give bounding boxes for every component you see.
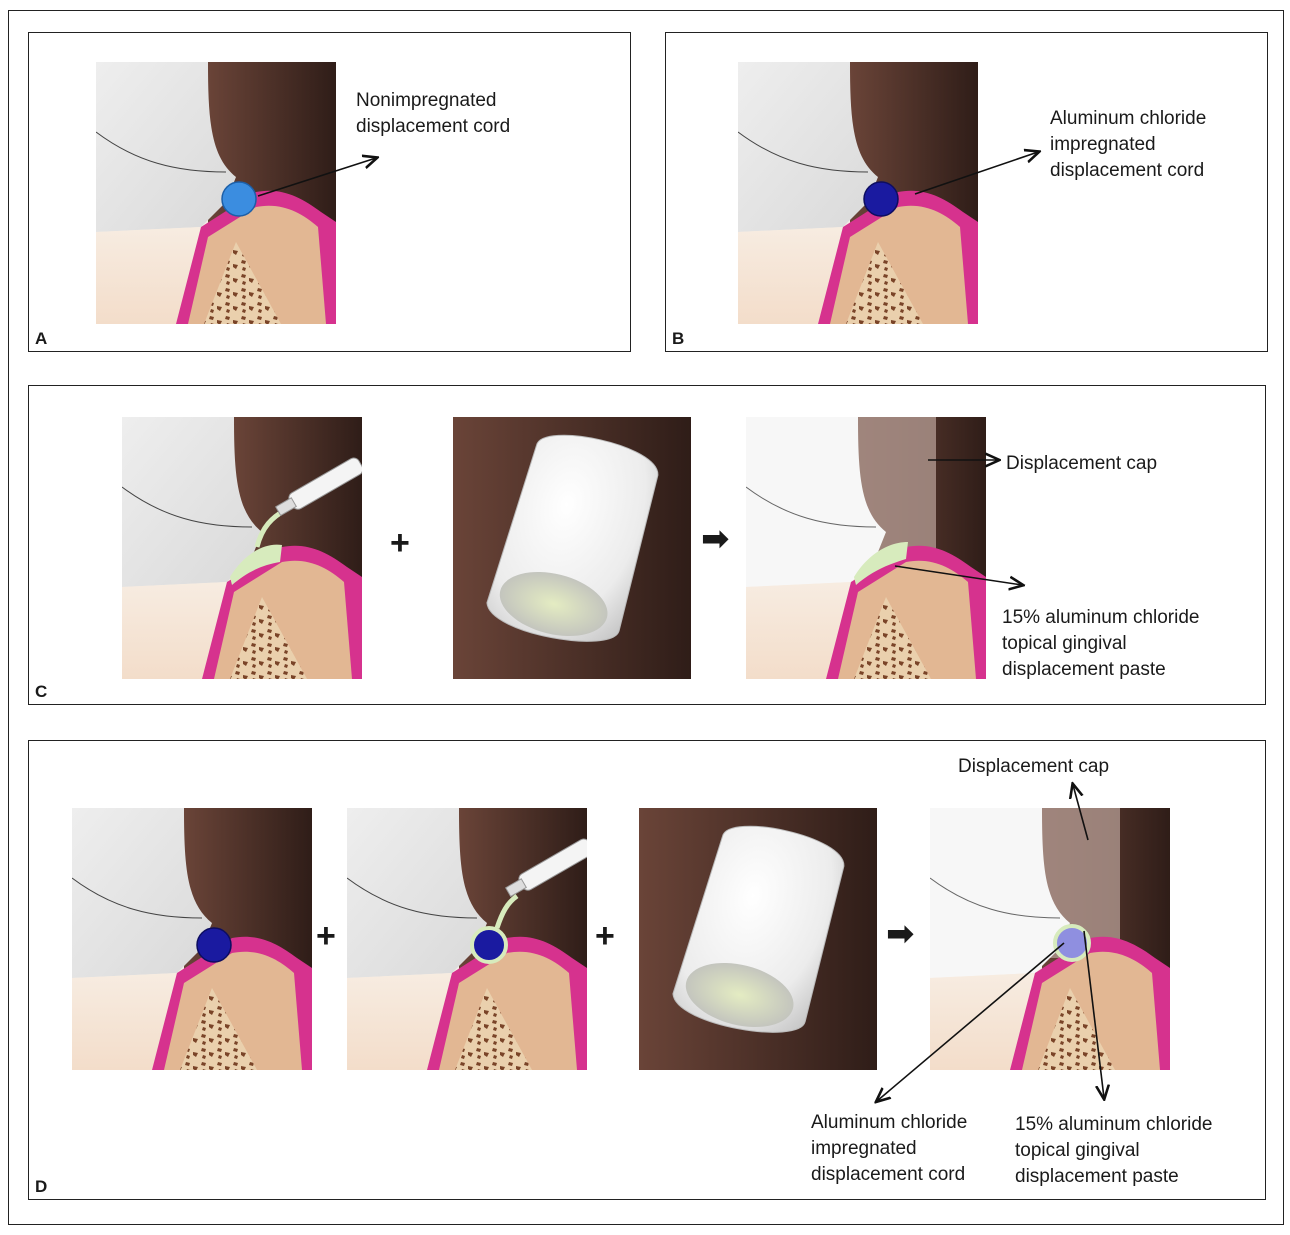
tooth-illustration [738, 62, 978, 324]
tooth-with-cord [72, 808, 312, 1070]
result-arrow: ➡ [886, 915, 915, 953]
plus-operator: + [390, 524, 410, 562]
panel-letter: B [672, 329, 685, 348]
panel-b: Aluminum chloride impregnated displaceme… [665, 32, 1268, 352]
panel-letter: A [35, 329, 48, 348]
figure-frame [8, 10, 1284, 1225]
cord-label: Aluminum chloride impregnated displaceme… [811, 1112, 968, 1185]
panel-d: + + ➡ Displacement cap [28, 740, 1266, 1200]
panel-a: Nonimpregnated displacement cord A [28, 32, 631, 352]
tooth-with-cap [746, 417, 986, 679]
plus-operator: + [316, 917, 336, 955]
cord-nonimpregnated [221, 181, 257, 217]
panel-c: + ➡ Displacement cap 15% aluminum chlori… [28, 385, 1266, 705]
cord-impregnated [863, 181, 899, 217]
panel-letter: C [35, 682, 48, 701]
cord-label: Nonimpregnated displacement cord [356, 90, 511, 137]
cord-label: Aluminum chloride impregnated displaceme… [1050, 108, 1207, 181]
tooth-with-paste-syringe [122, 417, 362, 679]
paste-label: 15% aluminum chloride topical gingival d… [1015, 1114, 1213, 1187]
tooth-illustration [96, 62, 336, 324]
tooth-with-cap-cord-paste [930, 808, 1170, 1070]
cap-label: Displacement cap [1006, 453, 1158, 474]
displacement-cap-illustration [453, 417, 691, 679]
panel-letter: D [35, 1177, 48, 1196]
plus-operator: + [595, 917, 615, 955]
displacement-cap-illustration [639, 808, 877, 1070]
paste-label: 15% aluminum chloride topical gingival d… [1002, 607, 1200, 680]
result-arrow: ➡ [701, 520, 730, 558]
cap-label: Displacement cap [958, 756, 1110, 777]
tooth-with-cord-and-paste [347, 808, 587, 1070]
